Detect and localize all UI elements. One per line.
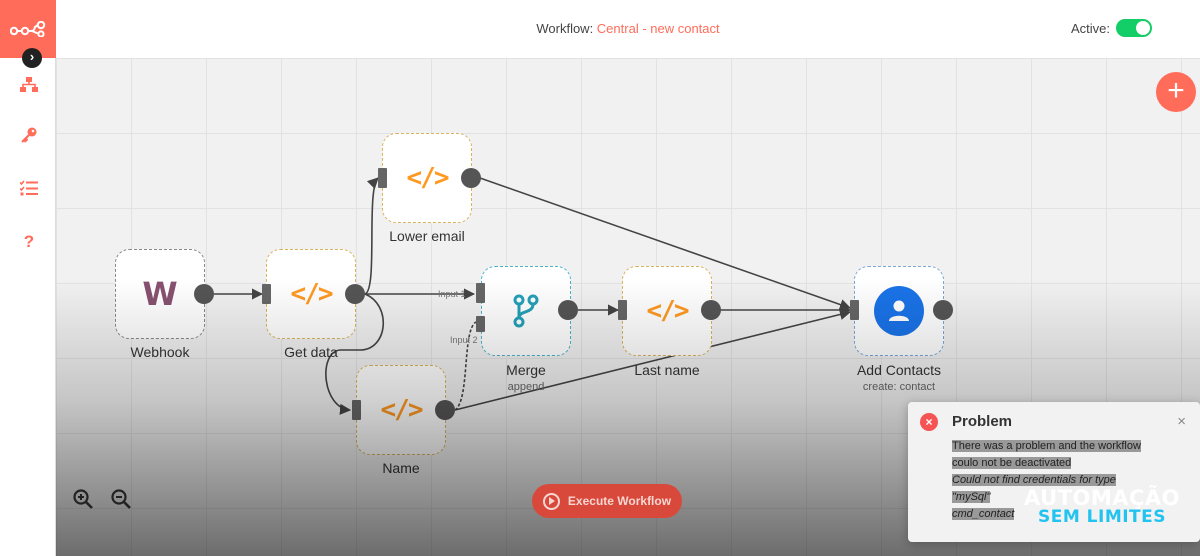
node-name[interactable]: </> <box>356 365 446 455</box>
add-contacts-input-handle[interactable] <box>850 300 859 320</box>
node-webhook-label: Webhook <box>130 344 190 360</box>
add-node-button[interactable]: + <box>1156 72 1196 112</box>
close-icon[interactable]: × <box>1177 413 1186 430</box>
node-merge-sub: append <box>507 381 545 393</box>
name-input-handle[interactable] <box>352 400 361 420</box>
node-add-contacts-label: Add Contacts <box>856 362 942 378</box>
last-name-output-handle[interactable] <box>701 300 721 320</box>
merge-input1-handle[interactable] <box>476 283 485 303</box>
code-icon: </> <box>290 279 334 309</box>
chevron-right-icon[interactable]: › <box>22 48 42 68</box>
merge-input2-handle[interactable] <box>476 316 485 332</box>
execute-workflow-label: Execute Workflow <box>567 494 672 508</box>
checklist-icon[interactable] <box>18 177 40 199</box>
toast-line-2: coulo not be deactivated <box>952 457 1072 469</box>
lower-email-output-handle[interactable] <box>461 168 481 188</box>
node-last-name[interactable]: </> <box>622 266 712 356</box>
node-add-contacts-sub: create: contact <box>862 381 936 393</box>
zoom-in-icon[interactable] <box>72 488 94 510</box>
node-get-data[interactable]: </> <box>266 249 356 339</box>
node-merge-label: Merge <box>506 362 546 378</box>
toast-title: Problem <box>952 413 1013 430</box>
error-icon: × <box>920 413 938 431</box>
webhook-icon: W <box>142 275 178 313</box>
toast-line-5: cmd_contact <box>952 508 1015 520</box>
google-contacts-icon <box>874 286 924 336</box>
merge-icon <box>513 294 539 328</box>
watermark-line-2: SEM LIMITES <box>1037 507 1167 527</box>
network-icon[interactable] <box>18 74 40 96</box>
webhook-output-handle[interactable] <box>194 284 214 304</box>
execute-workflow-button[interactable]: Execute Workflow <box>532 484 682 518</box>
node-last-name-label: Last name <box>634 362 700 378</box>
node-get-data-label: Get data <box>284 344 338 360</box>
node-add-contacts[interactable] <box>854 266 944 356</box>
node-name-label: Name <box>382 460 420 476</box>
help-icon[interactable]: ? <box>23 232 35 251</box>
node-lower-email-label: Lower email <box>389 228 465 244</box>
key-icon[interactable] <box>18 124 40 146</box>
toast-line-4: "mySql" <box>952 491 991 503</box>
toast-line-3: Could not find credentials for type <box>952 474 1116 486</box>
merge-input1-label: Input 1 <box>438 289 466 299</box>
merge-output-handle[interactable] <box>558 300 578 320</box>
merge-input2-label: Input 2 <box>450 335 478 345</box>
node-webhook[interactable]: W <box>115 249 205 339</box>
get-data-input-handle[interactable] <box>262 284 271 304</box>
toast-line-1: There was a problem and the workflow <box>952 440 1141 452</box>
node-lower-email[interactable]: </> <box>382 133 472 223</box>
sidebar: › ? <box>0 0 56 556</box>
code-icon: </> <box>380 395 424 425</box>
play-icon <box>542 492 560 510</box>
get-data-output-handle[interactable] <box>345 284 365 304</box>
lower-email-input-handle[interactable] <box>378 168 387 188</box>
add-contacts-output-handle[interactable] <box>933 300 953 320</box>
code-icon: </> <box>646 296 690 326</box>
watermark-logo: AUTOMAÇÃO SEM LIMITES <box>1022 486 1182 527</box>
name-output-handle[interactable] <box>435 400 455 420</box>
last-name-input-handle[interactable] <box>618 300 627 320</box>
logo-icon[interactable]: › <box>0 0 56 68</box>
zoom-out-icon[interactable] <box>110 488 132 510</box>
code-icon: </> <box>406 163 450 193</box>
